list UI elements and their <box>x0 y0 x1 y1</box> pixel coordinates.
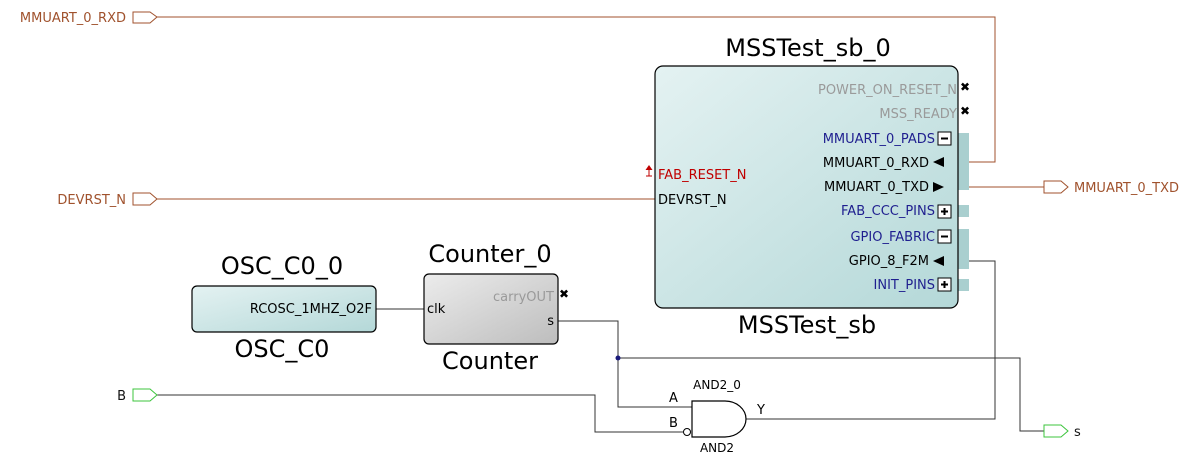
pin-devrst: DEVRST_N <box>658 193 727 208</box>
wires <box>157 16 1044 433</box>
wire-s-to-and-a[interactable] <box>558 320 692 408</box>
osc-instance-name: OSC_C0_0 <box>221 252 343 280</box>
port-b[interactable]: B <box>117 388 158 404</box>
mss-block[interactable]: MSSTest_sb_0 MSSTest_sb POWER_ON_RESET_N… <box>645 34 971 339</box>
osc-block[interactable]: OSC_C0_0 RCOSC_1MHZ_O2F OSC_C0 <box>191 252 377 363</box>
port-arrow-icon <box>1043 180 1069 194</box>
unconnected-x-icon: ✖ <box>559 287 569 301</box>
pin-fab-reset: FAB_RESET_N <box>658 168 746 183</box>
invert-bubble-icon <box>683 428 691 436</box>
mss-component-name: MSSTest_sb <box>738 311 876 339</box>
junction-dot <box>615 355 621 361</box>
port-label: B <box>117 389 126 404</box>
osc-body[interactable] <box>191 285 377 333</box>
pin-mmuart-rxd: MMUART_0_RXD <box>823 156 929 171</box>
wire-mmuart-rxd[interactable] <box>157 16 996 163</box>
wire-s-to-output[interactable] <box>618 357 1044 432</box>
and-gate[interactable]: AND2_0 A B Y AND2 <box>669 378 765 455</box>
pin-mmuart-pads: MMUART_0_PADS <box>823 132 935 147</box>
pin-carryout: carryOUT <box>493 290 554 305</box>
reset-arrow-icon <box>645 165 653 177</box>
port-arrow-icon <box>132 11 158 24</box>
unconnected-x-icon: ✖ <box>960 80 970 94</box>
and-instance-name: AND2_0 <box>693 378 741 392</box>
pin-power-on-reset: POWER_ON_RESET_N <box>818 83 957 98</box>
mss-instance-name: MSSTest_sb_0 <box>725 34 890 62</box>
pin-y: Y <box>756 403 765 418</box>
pin-gpio-fabric: GPIO_FABRIC <box>850 230 935 245</box>
osc-component-name: OSC_C0 <box>235 335 330 363</box>
input-arrow-icon <box>933 256 944 266</box>
port-arrow-icon <box>132 192 158 206</box>
and-component-name: AND2 <box>700 441 734 455</box>
mss-body[interactable] <box>654 65 959 309</box>
expand-plus-icon[interactable] <box>937 204 952 219</box>
pin-mmuart-txd: MMUART_0_TXD <box>824 180 929 195</box>
unconnected-x-icon: ✖ <box>960 104 970 118</box>
port-label: DEVRST_N <box>57 193 126 208</box>
counter-instance-name: Counter_0 <box>428 240 551 268</box>
port-s-out[interactable]: s <box>1043 424 1081 440</box>
input-arrow-icon <box>933 157 944 167</box>
wire-y-to-gpio[interactable] <box>746 260 996 420</box>
port-arrow-icon <box>132 388 158 402</box>
pin-b: B <box>669 416 678 431</box>
expand-plus-icon[interactable] <box>937 277 952 292</box>
pin-a: A <box>669 391 678 406</box>
port-label: s <box>1074 425 1081 440</box>
counter-body[interactable] <box>423 273 559 345</box>
pin-init-pins: INIT_PINS <box>874 278 935 293</box>
port-devrst-n[interactable]: DEVRST_N <box>57 192 158 208</box>
pin-s: s <box>547 314 554 329</box>
port-mmuart-rxd-in[interactable]: MMUART_0_RXD <box>20 11 158 26</box>
collapse-minus-icon[interactable] <box>937 229 952 244</box>
pin-gpio-8-f2m: GPIO_8_F2M <box>849 254 929 269</box>
wire-b[interactable] <box>157 394 683 433</box>
pin-fab-ccc-pins: FAB_CCC_PINS <box>841 204 935 219</box>
port-label: MMUART_0_RXD <box>20 11 126 26</box>
counter-component-name: Counter <box>442 347 538 375</box>
port-label: MMUART_0_TXD <box>1074 181 1179 196</box>
and-gate-icon[interactable] <box>691 400 747 438</box>
pin-clk: clk <box>427 302 446 317</box>
pin-rcosc: RCOSC_1MHZ_O2F <box>250 302 372 317</box>
pin-mss-ready: MSS_READY <box>879 107 957 122</box>
output-arrow-icon <box>933 182 944 192</box>
port-mmuart-txd-out[interactable]: MMUART_0_TXD <box>1043 180 1179 196</box>
port-arrow-icon <box>1043 424 1069 438</box>
collapse-minus-icon[interactable] <box>937 131 952 146</box>
counter-block[interactable]: Counter_0 clk carryOUT ✖ s Counter <box>423 240 569 375</box>
